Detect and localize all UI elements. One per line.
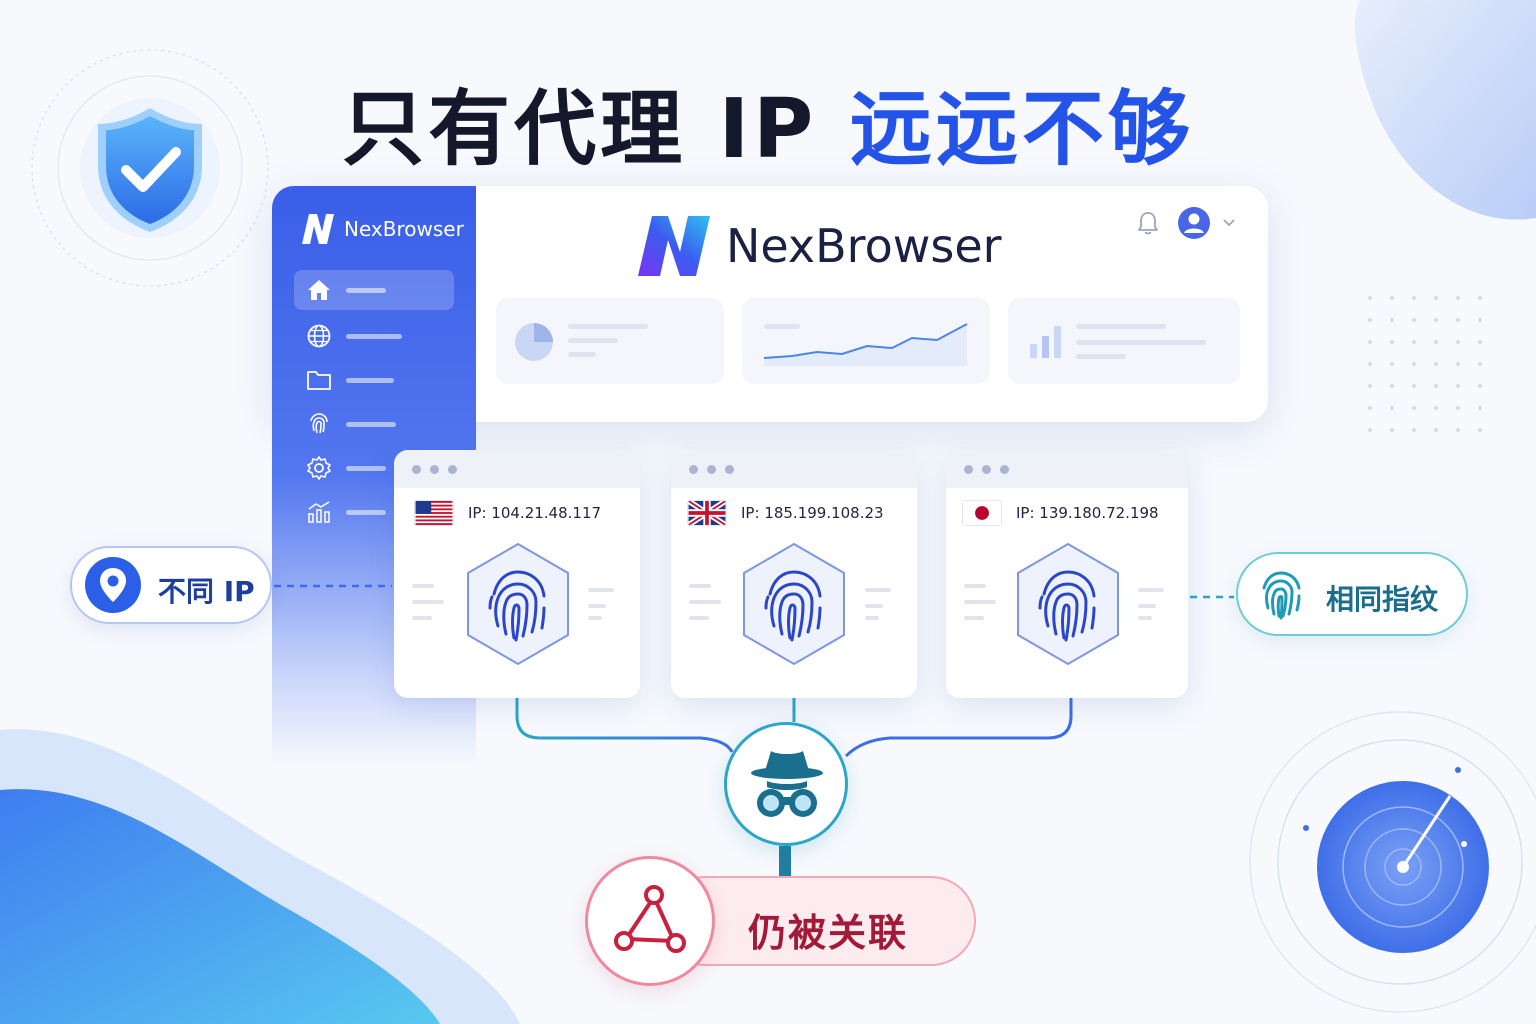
card-titlebar <box>394 450 640 488</box>
chart-icon <box>308 501 330 523</box>
network-link-icon <box>614 885 686 953</box>
card-titlebar <box>671 450 917 488</box>
card-titlebar <box>946 450 1188 488</box>
sidebar-item-analytics[interactable] <box>294 492 454 532</box>
ip-address: IP: 185.199.108.23 <box>741 504 884 522</box>
fingerprint-hexagon-icon <box>1017 542 1119 666</box>
fingerprint-hexagon-icon <box>467 542 569 666</box>
profile-card-us[interactable]: IP: 104.21.48.117 <box>394 450 640 698</box>
stat-card-line <box>742 298 990 384</box>
same-fingerprint-label: 相同指纹 <box>1326 583 1439 616</box>
fingerprint-icon <box>1262 571 1301 620</box>
main-brand-name: NexBrowser <box>726 219 1002 273</box>
location-pin-icon <box>85 557 141 613</box>
shield-check-icon <box>98 108 202 232</box>
settings-icon <box>307 456 331 480</box>
tracker-node <box>724 722 848 846</box>
globe-icon <box>307 324 331 348</box>
line-chart-icon <box>763 323 968 366</box>
different-ip-label: 不同 IP <box>158 575 255 608</box>
profile-card-uk[interactable]: IP: 185.199.108.23 <box>671 450 917 698</box>
ip-address: IP: 139.180.72.198 <box>1016 504 1159 522</box>
sidebar-item-globe[interactable] <box>294 316 454 356</box>
same-fingerprint-pill: 相同指纹 <box>1236 552 1468 636</box>
folder-icon <box>307 371 331 390</box>
sidebar-logo[interactable]: NexBrowser <box>300 212 464 246</box>
stat-card-bars <box>1008 298 1240 384</box>
sidebar-brand-name: NexBrowser <box>344 217 464 241</box>
sidebar-item-folder[interactable] <box>294 360 454 400</box>
fingerprint-icon <box>310 413 328 434</box>
jp-flag-icon <box>962 500 1002 526</box>
pie-chart-icon <box>515 323 553 361</box>
fingerprint-hexagon-icon <box>743 542 845 666</box>
link-node <box>585 856 715 986</box>
avatar[interactable] <box>1177 206 1211 240</box>
profile-card-jp[interactable]: IP: 139.180.72.198 <box>946 450 1188 698</box>
headline-part-1: 只有代理 IP <box>342 82 818 177</box>
sidebar-item-settings[interactable] <box>294 448 454 488</box>
home-icon <box>308 280 330 300</box>
nexbrowser-logo-icon <box>302 214 334 244</box>
sidebar-item-home[interactable] <box>294 270 454 310</box>
chevron-down-icon[interactable] <box>1222 218 1236 228</box>
us-flag-icon <box>414 500 454 526</box>
main-logo: NexBrowser <box>636 214 1002 278</box>
stat-card-pie <box>496 298 724 384</box>
sidebar-item-fingerprint[interactable] <box>294 404 454 444</box>
uk-flag-icon <box>687 500 727 526</box>
spy-icon <box>751 751 823 817</box>
ip-address: IP: 104.21.48.117 <box>468 504 602 522</box>
headline: 只有代理 IP 远远不够 <box>0 62 1536 181</box>
still-linked-label: 仍被关联 <box>748 911 909 955</box>
radar-icon <box>1303 767 1489 953</box>
headline-part-2: 远远不够 <box>849 82 1194 177</box>
different-ip-pill: 不同 IP <box>70 546 272 624</box>
bell-icon[interactable] <box>1136 210 1160 236</box>
bar-chart-icon <box>1030 326 1061 358</box>
nexbrowser-logo-icon <box>638 216 710 276</box>
